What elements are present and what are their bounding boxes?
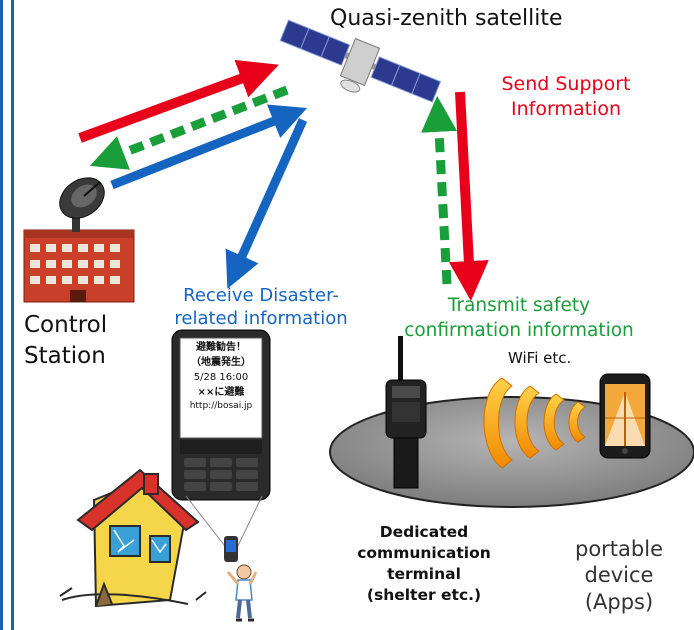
transmit-safety-label-line2: confirmation information bbox=[404, 319, 634, 341]
dedicated-terminal-label-line3: terminal bbox=[387, 564, 461, 583]
portable-device-label-line1: portable bbox=[575, 537, 663, 561]
send-support-label: Send Support Information bbox=[478, 72, 654, 121]
phone-screen-text: 避難勧告！ （地震発生） 5/28 16:00 ××に避難 http://bos… bbox=[182, 340, 260, 436]
portable-device-label-line2: device bbox=[584, 563, 654, 588]
satellite-icon bbox=[279, 19, 442, 103]
control-station-label: Control Station bbox=[24, 310, 107, 372]
send-support-label-line1: Send Support bbox=[501, 73, 631, 95]
arrow-uplink-red bbox=[78, 59, 279, 143]
smartphone-icon bbox=[599, 373, 651, 459]
arrow-transmit-safety-green bbox=[421, 95, 458, 285]
receive-disaster-label: Receive Disaster- related information bbox=[158, 284, 364, 331]
arrow-downlink-green bbox=[89, 85, 289, 170]
dedicated-terminal-icon bbox=[385, 336, 427, 489]
send-support-label-line2: Information bbox=[511, 97, 621, 120]
wifi-label: WiFi etc. bbox=[508, 349, 572, 367]
transmit-safety-label: Transmit safety confirmation information bbox=[374, 294, 664, 344]
receive-disaster-label-line1: Receive Disaster- bbox=[183, 285, 339, 306]
arrow-send-support-red bbox=[448, 91, 489, 301]
satellite-label: Quasi-zenith satellite bbox=[330, 6, 563, 31]
phone-screen-line2: （地震発生） bbox=[191, 357, 251, 368]
control-station-icon bbox=[23, 177, 135, 303]
receive-disaster-label-line2: related information bbox=[174, 308, 348, 330]
dedicated-terminal-label-line4: (shelter etc.) bbox=[366, 585, 482, 604]
person-icon bbox=[226, 564, 258, 622]
dedicated-terminal-label-line1: Dedicated bbox=[379, 523, 469, 541]
phone-screen-line4: ××に避難 bbox=[197, 387, 245, 398]
portable-device-label: portable device (Apps) bbox=[552, 536, 686, 615]
portable-device-label-line3: (Apps) bbox=[584, 589, 654, 614]
damaged-house-icon bbox=[59, 468, 207, 608]
left-frame-bar-inner bbox=[11, 0, 14, 630]
feature-phone-icon bbox=[171, 329, 271, 562]
control-station-label-line2: Station bbox=[24, 343, 106, 370]
phone-screen-line3: 5/28 16:00 bbox=[193, 372, 249, 383]
arrow-blue-to-satellite bbox=[110, 104, 308, 190]
phone-screen-line1: 避難勧告！ bbox=[196, 342, 246, 353]
control-station-label-line1: Control bbox=[24, 312, 108, 338]
transmit-safety-label-line1: Transmit safety bbox=[447, 295, 591, 316]
dedicated-terminal-label: Dedicated communication terminal (shelte… bbox=[332, 522, 516, 606]
left-frame-bar bbox=[0, 0, 3, 630]
wifi-waves-icon bbox=[483, 377, 586, 469]
arrow-blue-to-phone bbox=[225, 118, 308, 289]
dedicated-terminal-label-line2: communication bbox=[357, 543, 491, 562]
phone-screen-line5: http://bosai.jp bbox=[189, 401, 253, 411]
